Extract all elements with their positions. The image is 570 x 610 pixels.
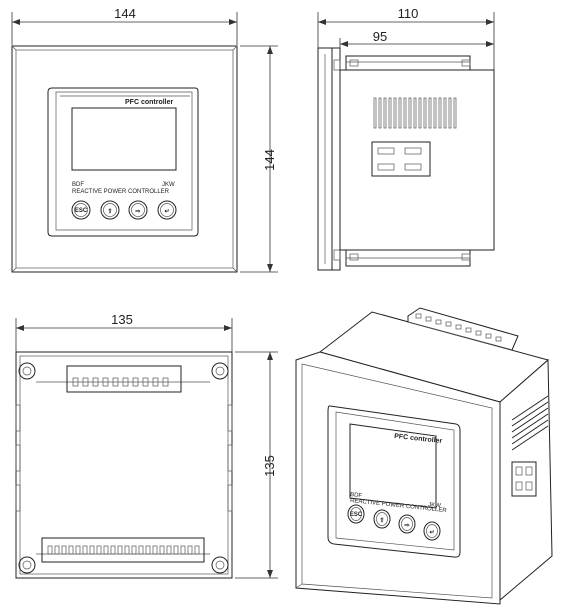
front-height-label: 144: [262, 149, 277, 171]
front-width-dimension: 144: [11, 6, 238, 45]
iso-enter-button[interactable]: ↵: [423, 521, 441, 541]
front-lcd-screen: [71, 107, 177, 171]
rear-width-label: 135: [111, 312, 133, 327]
iso-left-tag: BDF: [350, 492, 363, 499]
rear-bottom-terminal-strip: [41, 537, 205, 563]
svg-text:↵: ↵: [429, 530, 434, 536]
iso-right-button[interactable]: ⇨: [398, 514, 416, 534]
svg-text:↵: ↵: [164, 209, 169, 215]
side-body-depth-label: 95: [373, 29, 387, 44]
front-brand-title: PFC controller: [125, 99, 174, 106]
front-right-button[interactable]: ⇨: [128, 200, 148, 220]
front-subtitle: REACTIVE POWER CONTROLLER: [72, 189, 170, 195]
iso-side-vents: [511, 395, 549, 497]
side-total-depth-label: 110: [398, 6, 419, 21]
front-view: 144 144 PFC controller BDF JKW REACTIVE …: [11, 6, 278, 273]
iso-lcd-screen: [349, 423, 437, 509]
side-total-depth-dimension: 110: [317, 6, 495, 70]
side-view: 110 95: [317, 6, 495, 271]
rear-view: 135 135: [15, 312, 278, 579]
iso-top-terminals: [415, 313, 502, 342]
rear-width-dimension: 135: [15, 312, 233, 352]
isometric-view: PFC controller BDF JKW REACTIVE POWER CO…: [295, 307, 553, 605]
rear-height-label: 135: [262, 455, 277, 477]
svg-text:⇧: ⇧: [379, 517, 384, 524]
front-width-label: 144: [114, 6, 136, 21]
svg-text:ESC: ESC: [75, 208, 88, 214]
rear-height-dimension: 135: [235, 351, 278, 579]
iso-right-tag: JKW: [428, 502, 442, 509]
front-enter-button[interactable]: ↵: [157, 200, 177, 220]
side-vent-slots: [373, 97, 457, 129]
svg-text:⇧: ⇧: [107, 208, 112, 215]
svg-text:⇨: ⇨: [135, 209, 140, 215]
side-clip-windows: [371, 141, 431, 177]
svg-text:ESC: ESC: [350, 512, 363, 518]
front-right-tag: JKW: [162, 182, 175, 188]
iso-esc-button[interactable]: ESC: [347, 504, 365, 524]
iso-up-button[interactable]: ⇧: [373, 509, 391, 529]
front-height-dimension: 144: [240, 45, 278, 273]
front-esc-button[interactable]: ESC: [71, 200, 91, 220]
front-up-button[interactable]: ⇧: [100, 200, 120, 220]
svg-text:⇨: ⇨: [404, 523, 409, 529]
side-body-depth-dimension: 95: [339, 29, 494, 60]
front-left-tag: BDF: [72, 182, 84, 188]
rear-top-terminal-strip: [66, 365, 182, 393]
